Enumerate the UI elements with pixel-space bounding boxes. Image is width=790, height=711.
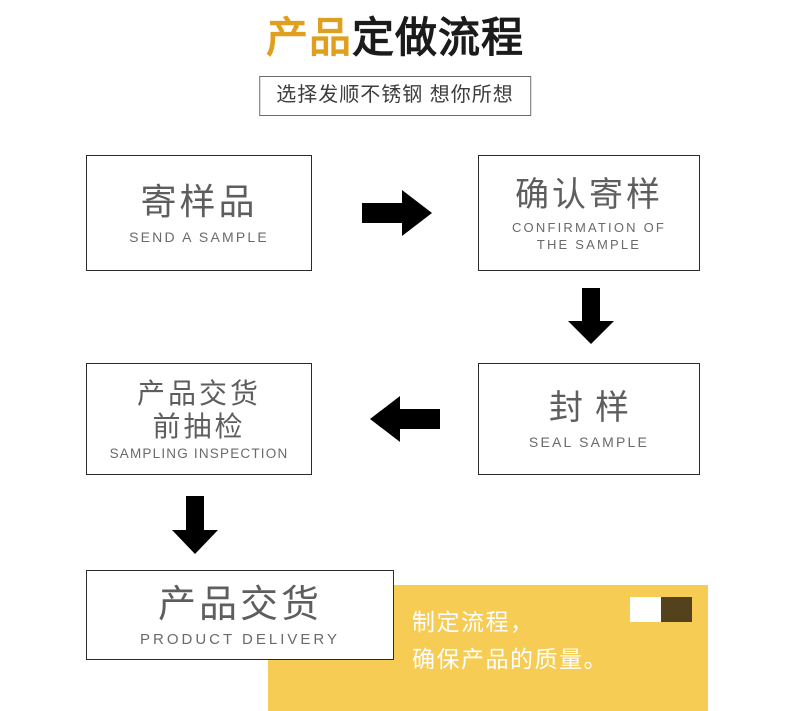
quality-banner-text: 制定流程， 确保产品的质量。 [412,609,608,672]
flow-step-en-label: SEND A SAMPLE [129,229,269,245]
arrow-right-icon [362,190,432,236]
flow-step-en-label: SEAL SAMPLE [528,434,650,450]
arrow-down-icon [172,496,218,554]
flow-step-product-delivery: 产品交货 PRODUCT DELIVERY [86,570,394,660]
flow-step-cn-label: 寄样品 [140,181,258,222]
page-title-accent: 产品 [265,14,352,61]
flow-step-send-sample: 寄样品 SEND A SAMPLE [86,155,312,271]
flow-step-en-label: CONFIRMATION OF THE SAMPLE [511,219,667,252]
flow-step-confirm-sample: 确认寄样 CONFIRMATION OF THE SAMPLE [478,155,700,271]
page-title: 产品定做流程 [0,12,790,64]
flow-step-seal-sample: 封样 SEAL SAMPLE [478,363,700,475]
decor-square-dark-icon [661,597,692,622]
flow-step-cn-label: 封样 [549,389,641,427]
flow-step-en-label: PRODUCT DELIVERY [140,630,340,648]
flow-step-cn-label: 确认寄样 [515,175,663,214]
decor-square-white-icon [630,597,661,622]
subtitle-text: 选择发顺不锈钢 想你所想 [276,84,514,106]
page-title-plain: 定做流程 [352,14,525,61]
flow-step-cn-label: 产品交货 前抽检 [136,377,261,442]
arrow-down-icon [568,288,614,344]
arrow-left-icon [370,396,440,442]
flow-step-cn-label: 产品交货 [157,583,322,626]
subtitle-box: 选择发顺不锈钢 想你所想 [259,76,531,116]
flow-step-sampling-inspection: 产品交货 前抽检 SAMPLING INSPECTION [86,363,312,475]
flow-step-en-label: SAMPLING INSPECTION [109,445,289,461]
